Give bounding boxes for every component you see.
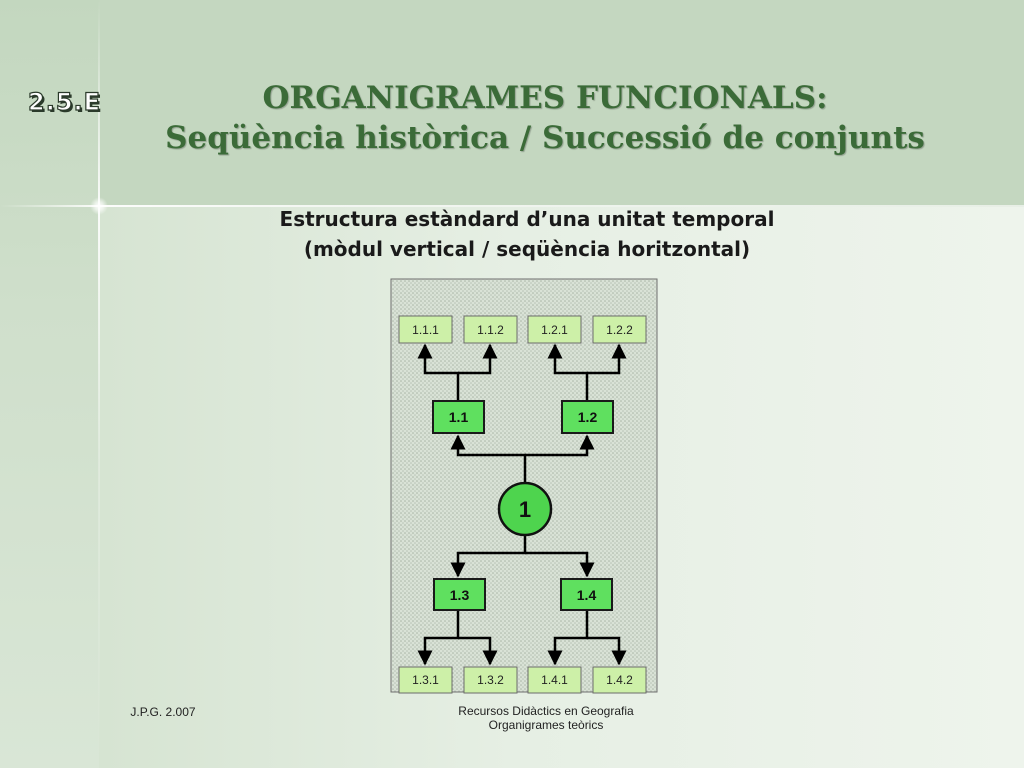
node-label: 1.1	[449, 409, 469, 425]
node-top-leaf-1: 1.1.1	[398, 315, 453, 344]
node-label: 1.1.2	[477, 323, 504, 337]
diagram-subtitle: Estructura estàndard d’una unitat tempor…	[200, 204, 854, 264]
node-label: 1.3.2	[477, 673, 504, 687]
slide-number: 2.5.E	[27, 87, 102, 116]
background-left-band	[0, 0, 99, 768]
footer-source-line1: Recursos Didàctics en Geografia	[458, 704, 634, 718]
node-label: 1.3	[450, 587, 470, 603]
node-bottom-leaf-3: 1.4.1	[527, 666, 582, 694]
node-label: 1.4.1	[541, 673, 568, 687]
decorative-sparkle	[90, 197, 108, 215]
background-header-band	[99, 0, 1024, 207]
footer-source-line2: Organigrames teòrics	[488, 718, 604, 732]
connector-root-to-1-3	[450, 535, 527, 578]
node-label: 1.2.2	[606, 323, 633, 337]
node-label: 1.4	[577, 587, 597, 603]
connector-1-2-to-1-2-1	[547, 343, 589, 401]
slide-title-line2: Seqüència històrica / Successió de conju…	[165, 120, 925, 156]
connector-1-4-to-1-4-2	[587, 636, 627, 666]
connector-root-to-1-4	[525, 551, 595, 578]
diagram-connectors	[417, 343, 627, 666]
node-label: 1.3.1	[412, 673, 439, 687]
node-label: 1	[519, 497, 531, 522]
decorative-horizontal-line	[0, 205, 1024, 207]
connector-1-3-to-1-3-1	[417, 610, 460, 666]
connector-1-1-to-1-1-2	[458, 343, 498, 375]
connector-1-4-to-1-4-1	[547, 610, 589, 666]
node-root: 1	[497, 481, 553, 537]
node-bottom-leaf-4: 1.4.2	[592, 666, 647, 694]
node-label: 1.2.1	[541, 323, 568, 337]
diagram-subtitle-line2: (mòdul vertical / seqüència horitzontal)	[303, 237, 751, 261]
slide-title: ORGANIGRAMES FUNCIONALS: Seqüència histò…	[120, 78, 970, 158]
node-label: 1.2	[578, 409, 598, 425]
diagram-subtitle-line1: Estructura estàndard d’una unitat tempor…	[279, 207, 775, 231]
connector-root-to-1-1	[450, 434, 527, 484]
node-bottom-leaf-1: 1.3.1	[398, 666, 453, 694]
footer-author: J.P.G. 2.007	[130, 705, 196, 719]
node-bottom-mid-2: 1.4	[560, 578, 613, 611]
node-top-leaf-4: 1.2.2	[592, 315, 647, 344]
connector-1-1-to-1-1-1	[417, 343, 460, 401]
connector-1-3-to-1-3-2	[458, 636, 498, 666]
node-top-mid-1: 1.1	[432, 400, 485, 434]
connector-root-to-1-2	[525, 434, 595, 457]
node-top-leaf-3: 1.2.1	[527, 315, 582, 344]
decorative-vertical-line	[98, 0, 100, 768]
slide-title-line1: ORGANIGRAMES FUNCIONALS:	[262, 80, 828, 116]
node-label: 1.4.2	[606, 673, 633, 687]
node-top-leaf-2: 1.1.2	[463, 315, 518, 344]
footer-source: Recursos Didàctics en Geografia Organigr…	[430, 704, 662, 732]
node-bottom-leaf-2: 1.3.2	[463, 666, 518, 694]
node-label: 1.1.1	[412, 323, 439, 337]
connector-1-2-to-1-2-2	[587, 343, 627, 375]
node-top-mid-2: 1.2	[561, 400, 614, 434]
node-bottom-mid-1: 1.3	[433, 578, 486, 611]
